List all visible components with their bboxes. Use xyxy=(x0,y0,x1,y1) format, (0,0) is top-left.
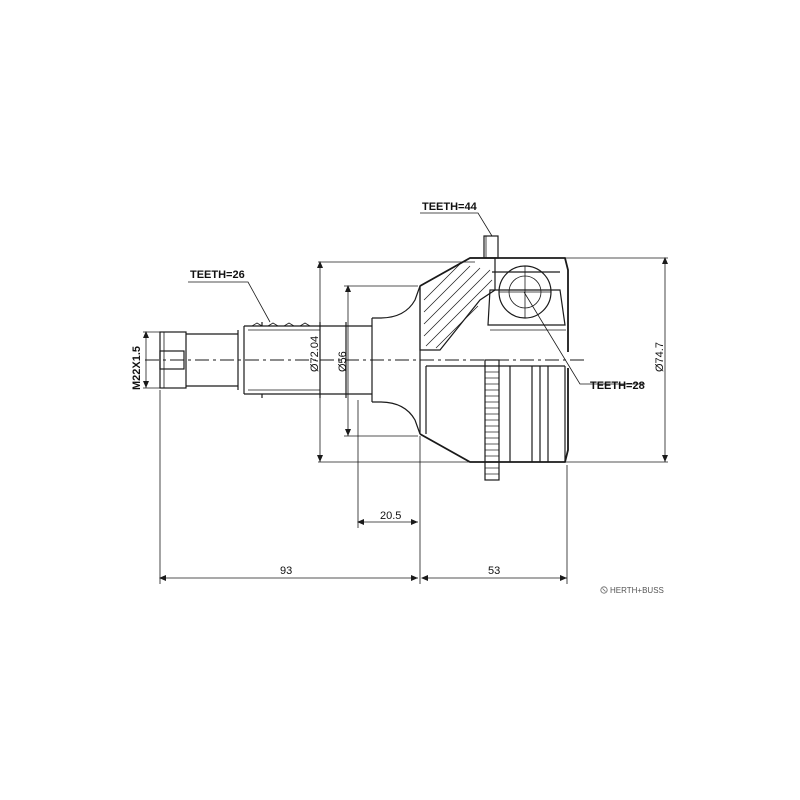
diameter-72-label: Ø72.04 xyxy=(309,336,321,372)
diameter-74-label: Ø74.7 xyxy=(654,342,666,372)
length-dimensions xyxy=(159,390,568,584)
diameter-56-label: Ø56 xyxy=(337,351,349,372)
leader-lines xyxy=(188,212,645,385)
hb-logo-icon xyxy=(600,586,608,594)
outer-housing xyxy=(419,235,569,481)
length-20-5-label: 20.5 xyxy=(380,510,401,522)
length-93-label: 93 xyxy=(280,565,292,577)
teeth-44-label: TEETH=44 xyxy=(422,201,478,213)
brand-watermark: HERTH+BUSS xyxy=(610,586,664,595)
thread-label: M22X1.5 xyxy=(131,346,143,390)
diameter-dimensions xyxy=(143,257,668,463)
teeth-28-label: TEETH=28 xyxy=(590,380,645,392)
length-53-label: 53 xyxy=(488,565,500,577)
threaded-tip xyxy=(159,326,245,394)
teeth-26-label: TEETH=26 xyxy=(190,269,245,281)
